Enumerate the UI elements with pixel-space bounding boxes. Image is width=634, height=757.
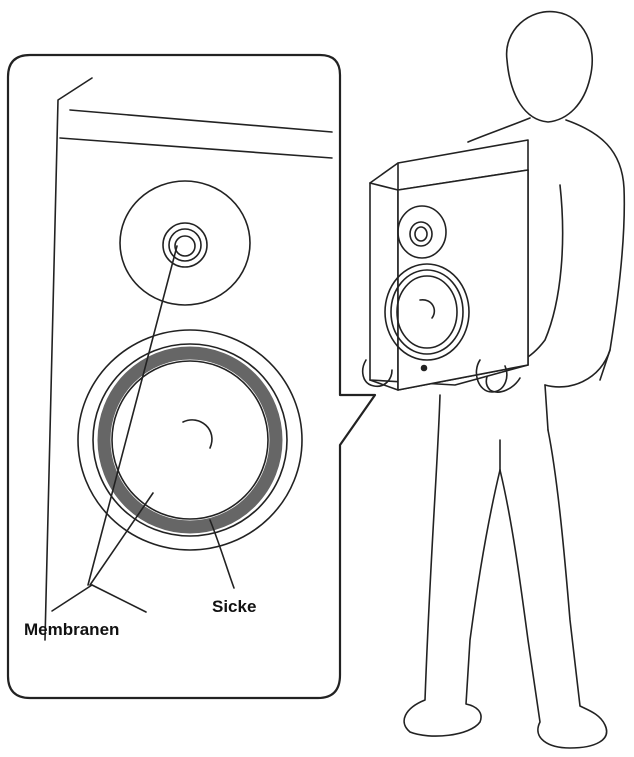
- hands: [361, 359, 508, 393]
- zoom-callout-frame: [6, 53, 377, 700]
- label-sicke: Sicke: [212, 597, 256, 616]
- leader-lines: [51, 245, 235, 613]
- small-speaker-box: [369, 139, 529, 391]
- label-membranen: Membranen: [24, 620, 119, 639]
- woofer-surround: [97, 346, 283, 534]
- woofer-cone: [111, 360, 269, 520]
- zoomed-speaker-front: [44, 77, 333, 641]
